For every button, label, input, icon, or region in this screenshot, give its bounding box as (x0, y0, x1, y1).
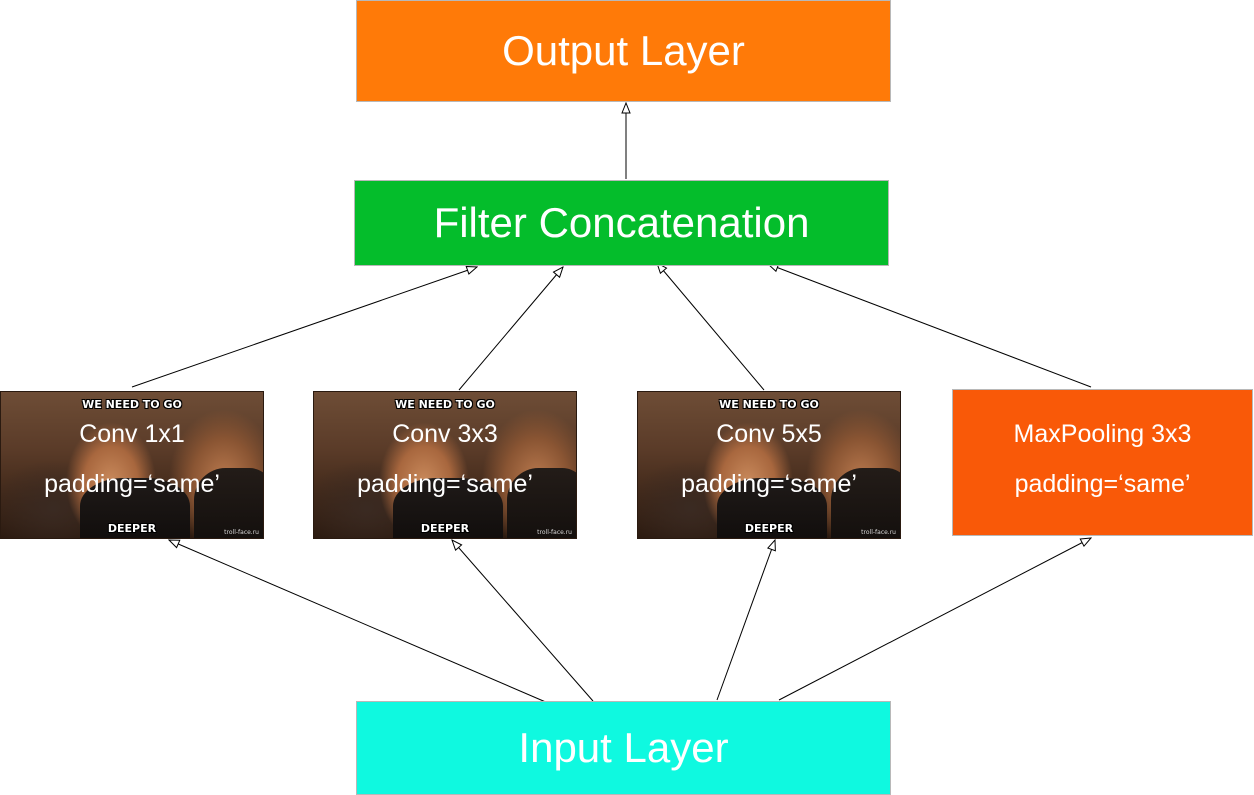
meme-figure (79, 477, 190, 538)
meme-watermark: troll-face.ru (537, 529, 572, 536)
maxpooling-3x3-box: MaxPooling 3x3 padding=‘same’ (952, 389, 1253, 536)
conv-5x5-label: Conv 5x5 (716, 420, 822, 448)
meme-top-caption: WE NEED TO GO (719, 398, 819, 411)
meme-top-caption: WE NEED TO GO (395, 398, 495, 411)
edge-input-to-conv1 (169, 540, 549, 704)
meme-watermark: troll-face.ru (861, 529, 896, 536)
meme-figure (392, 477, 503, 538)
meme-top-caption: WE NEED TO GO (82, 398, 182, 411)
input-layer-label: Input Layer (518, 724, 729, 771)
conv-3x3-node: WE NEED TO GO Conv 3x3 padding=‘same’ DE… (313, 391, 577, 539)
meme-figure (507, 467, 576, 538)
meme-figure (194, 467, 263, 538)
meme-figure (716, 477, 827, 538)
meme-bottom-caption: DEEPER (107, 522, 157, 535)
meme-bottom-caption: DEEPER (420, 522, 470, 535)
conv-1x1-padding: padding=‘same’ (44, 470, 220, 498)
edge-conv3-to-filter (458, 267, 563, 391)
meme-figure (831, 467, 900, 538)
conv-5x5-padding: padding=‘same’ (681, 470, 857, 498)
conv-5x5-node: WE NEED TO GO Conv 5x5 padding=‘same’ DE… (637, 391, 901, 539)
edge-input-to-conv5 (716, 540, 775, 701)
filter-concatenation-box: Filter Concatenation (354, 180, 889, 266)
conv-1x1-label: Conv 1x1 (79, 420, 185, 448)
maxpooling-padding: padding=‘same’ (1014, 470, 1191, 498)
edge-maxpool-to-filter (768, 264, 1092, 388)
filter-concatenation-label: Filter Concatenation (433, 199, 810, 246)
maxpooling-label: MaxPooling 3x3 (1013, 420, 1192, 448)
input-layer-box: Input Layer (356, 701, 891, 795)
edge-conv5-to-filter (657, 263, 765, 391)
conv-3x3-label: Conv 3x3 (392, 420, 498, 448)
meme-bottom-caption: DEEPER (744, 522, 794, 535)
edge-input-to-maxpool (778, 538, 1091, 701)
edge-input-to-conv3 (452, 540, 594, 702)
edge-conv1-to-filter (131, 267, 477, 388)
conv-3x3-padding: padding=‘same’ (357, 470, 533, 498)
conv-1x1-node: WE NEED TO GO Conv 1x1 padding=‘same’ DE… (0, 391, 264, 539)
output-layer-box: Output Layer (356, 0, 891, 102)
meme-watermark: troll-face.ru (224, 529, 259, 536)
output-layer-label: Output Layer (502, 27, 745, 74)
